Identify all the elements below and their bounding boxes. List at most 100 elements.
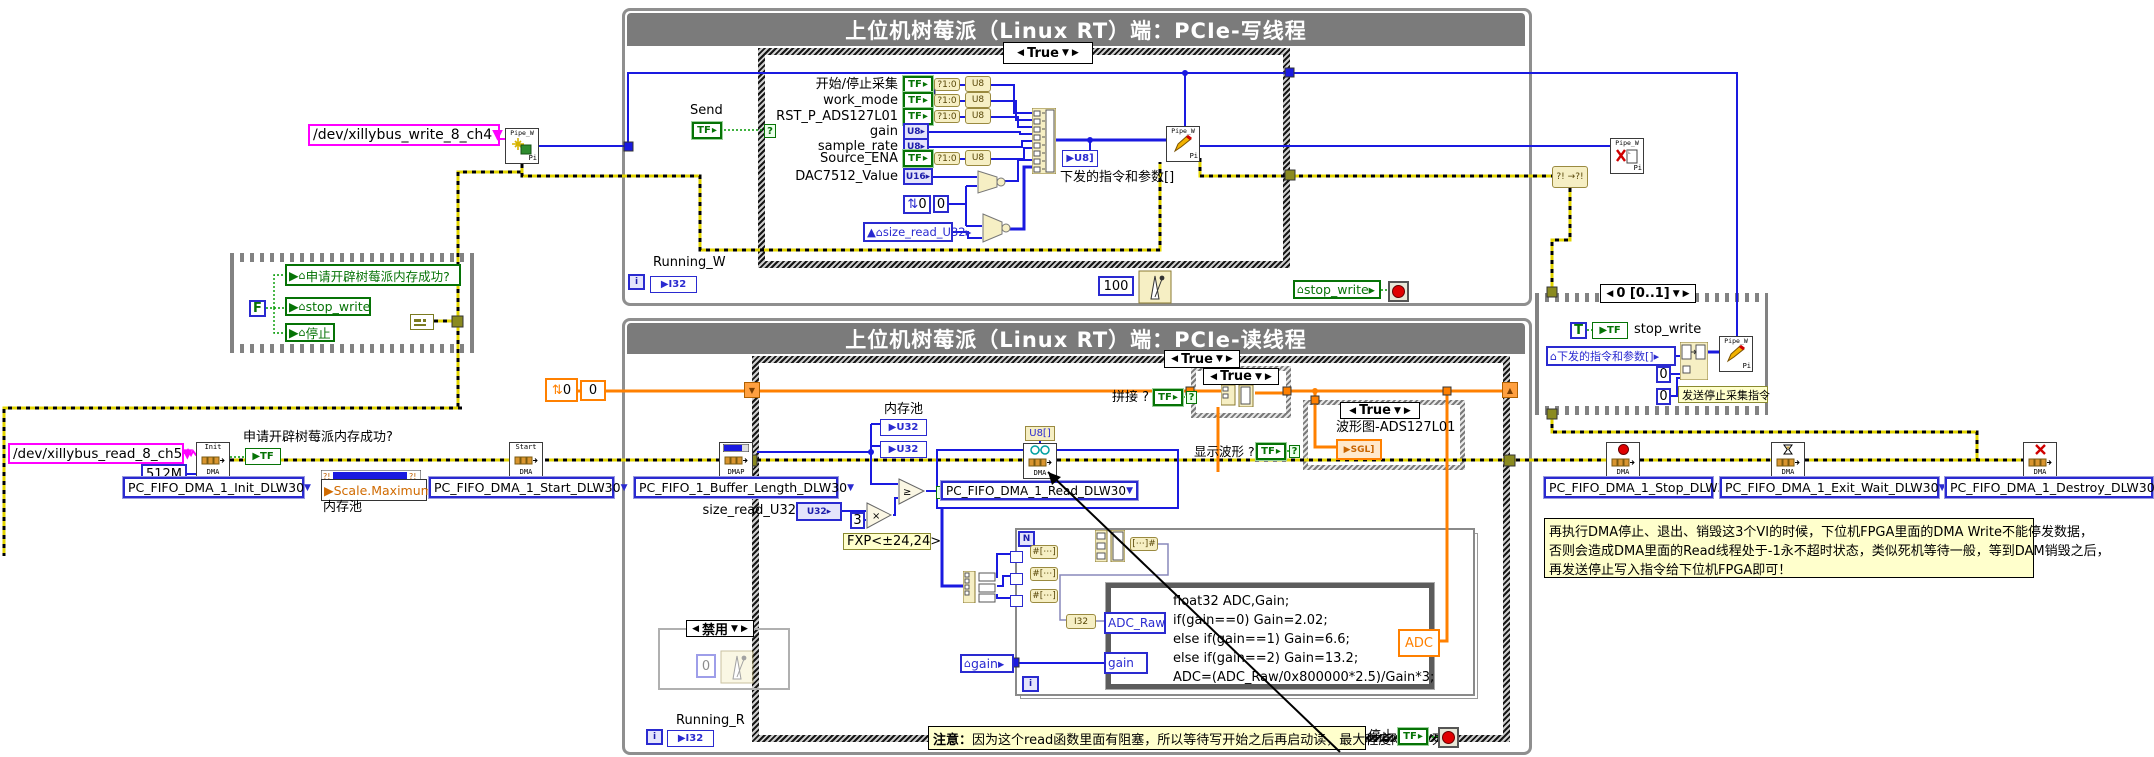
metronome-node[interactable] <box>1138 270 1172 304</box>
write-loop-stop-terminal[interactable] <box>1388 281 1409 302</box>
indicator-arrow-icon: ▶ <box>1343 444 1351 455</box>
pool-indicator-2: ▶U32 <box>880 441 927 458</box>
shift-register-right[interactable]: ▲ <box>1502 382 1518 398</box>
array-to-number-node-1[interactable]: #[⋯] <box>1030 567 1058 581</box>
property-node[interactable]: ▶Scale.Maximum <box>321 479 433 501</box>
select-node-0[interactable]: ?1:0 <box>934 78 960 91</box>
write-row-numeric-3[interactable]: U8▸ <box>903 123 929 140</box>
replace-array-subset-node[interactable] <box>1679 341 1709 381</box>
multiply-node[interactable]: × <box>866 502 893 529</box>
start-fifo-dropdown[interactable]: PC_FIFO_DMA_1_Start_DLW30▼ <box>429 477 628 498</box>
u8-coerce-2[interactable]: U8 <box>965 108 991 124</box>
join-numbers-node[interactable] <box>1094 529 1126 563</box>
destroy-fifo-dropdown[interactable]: PC_FIFO_DMA_1_Destroy_DLW30▼ <box>1945 477 2154 498</box>
split-number-node[interactable] <box>977 170 1007 194</box>
multiplier-constant[interactable]: 3 <box>850 512 865 529</box>
write-device-path-constant[interactable]: /dev/xillybus_write_8_ch4▼ <box>308 124 503 146</box>
write-row-bool-1[interactable]: TF▸ <box>903 92 933 109</box>
select-node-2[interactable]: ?1:0 <box>934 110 960 123</box>
write-row-bool-5[interactable]: TF▸ <box>903 150 933 167</box>
local-variable-0[interactable]: ▶⌂申请开辟树莓派内存成功? <box>285 264 461 286</box>
read-outer-case-selector[interactable]: ◀True▼▶ <box>1164 350 1240 368</box>
disable-structure-selector[interactable]: ◀禁用▼▶ <box>686 620 754 638</box>
zero-control[interactable]: ⇅0 <box>903 195 931 214</box>
buffer-length-dropdown[interactable]: PC_FIFO_1_Buffer_Length_DLW30▼ <box>634 477 854 498</box>
case-next-icon: ▶ <box>740 623 748 634</box>
u8-coerce-0[interactable]: U8 <box>965 76 991 92</box>
u8-coerce-1[interactable]: U8 <box>965 92 991 108</box>
merge-errors-node[interactable]: ?! →?! <box>1552 166 1588 188</box>
stop-fifo-dropdown[interactable]: PC_FIFO_DMA_1_Stop_DLW30▼ <box>1544 477 1740 498</box>
formula-node[interactable]: float32 ADC,Gain;if(gain==0) Gain=2.02;e… <box>1106 583 1434 689</box>
disabled-zero-constant: 0 <box>696 654 716 678</box>
local-variable-1[interactable]: ▶⌂stop_write <box>285 297 371 316</box>
u8-coerce-5[interactable]: U8 <box>965 150 991 166</box>
wait-ms-constant[interactable]: 100 <box>1098 276 1134 296</box>
array-to-number-node-0[interactable]: #[⋯] <box>1030 545 1058 559</box>
stop-sequence-selector[interactable]: ◀0 [0..1]▼▶ <box>1600 284 1696 303</box>
local-variable-2[interactable]: ▶⌂停止 <box>285 323 335 342</box>
shift-init-control[interactable]: ⇅0 <box>545 378 578 402</box>
decimate-array-node[interactable] <box>962 570 997 604</box>
waveform-case-selector[interactable]: ◀True▼▶ <box>1340 402 1420 419</box>
shift-init-constant[interactable]: 0 <box>580 380 606 401</box>
indicator-arrow-icon: ▶ <box>677 733 686 744</box>
read-fifo-dropdown[interactable]: PC_FIFO_DMA_1_Read_DLW30▼ <box>941 481 1138 500</box>
split-number-node-2[interactable] <box>982 213 1012 243</box>
concat-boolean-control[interactable]: TF▸ <box>1153 389 1183 406</box>
stop-boolean-control[interactable]: TF▸ <box>1398 728 1428 745</box>
i32-conversion-node[interactable]: I32 <box>1066 614 1096 629</box>
read-device-path-constant[interactable]: /dev/xillybus_read_8_ch5▼ <box>8 443 193 464</box>
false-constant[interactable]: F <box>249 300 266 317</box>
greater-equal-node[interactable]: ≥ <box>898 478 926 505</box>
array-to-number-node-2[interactable]: #[⋯] <box>1030 589 1058 603</box>
shift-register-left[interactable]: ▼ <box>744 382 760 398</box>
concat-array-node[interactable] <box>1220 384 1255 408</box>
replace-index-constant-0[interactable]: 0 <box>1656 366 1671 383</box>
waveform-chart-terminal: ▶SGL] <box>1336 439 1382 460</box>
terminal-arrow-icon: ▸ <box>711 125 717 136</box>
buffer-length-dma-node[interactable]: DMAP <box>719 442 753 478</box>
write-row-numeric-6[interactable]: U16▸ <box>903 168 933 185</box>
stop-dma-node[interactable]: DMA <box>1606 442 1640 478</box>
zero-constant[interactable]: 0 <box>933 195 949 213</box>
u8-array-constant[interactable]: U8[] <box>1025 426 1055 441</box>
replace-index-constant-1[interactable]: 0 <box>1656 388 1671 405</box>
select-node-5[interactable]: ?1:0 <box>934 152 960 165</box>
spinner-icon: ⇅ <box>551 382 563 398</box>
wave-selector-terminal: ? <box>1289 445 1300 458</box>
true-constant[interactable]: T <box>1570 322 1587 339</box>
start-label: Start <box>515 443 537 451</box>
property-node-label: 内存池 <box>323 500 363 515</box>
buffer-fill-icon <box>723 444 749 452</box>
send-boolean-control[interactable]: TF▸ <box>692 122 722 139</box>
exit-wait-fifo-dropdown[interactable]: PC_FIFO_DMA_1_Exit_Wait_DLW30▼ <box>1720 477 1945 498</box>
chevron-down-icon: ▼ <box>304 482 311 493</box>
read-loop-stop-terminal[interactable] <box>1438 727 1459 748</box>
number-to-array-node[interactable]: [⋯]# <box>1130 537 1158 551</box>
adc-for-loop[interactable] <box>1015 528 1475 696</box>
init-fifo-dropdown[interactable]: PC_FIFO_DMA_1_Init_DLW30▼ <box>123 477 311 498</box>
size-read-control[interactable]: U32▸ <box>796 502 842 521</box>
chevron-down-icon: ▼ <box>1216 354 1223 364</box>
write-row-label-5: Source_ENA <box>820 151 898 166</box>
cmd-array-local-variable[interactable]: ⌂下发的指令和参数[]▸ <box>1546 346 1676 366</box>
concat-case-selector[interactable]: ◀True▼▶ <box>1203 368 1279 385</box>
read-dma-node[interactable]: DMA <box>1023 443 1057 479</box>
terminal-arrow-icon: ▸ <box>922 79 928 90</box>
show-wave-boolean-control[interactable]: TF▸ <box>1256 443 1286 460</box>
write-case-selector[interactable]: ◀True▼▶ <box>1003 42 1093 64</box>
: ▸ <box>1653 349 1660 363</box>
exit-wait-dma-node[interactable]: DMA <box>1771 442 1805 478</box>
terminal-arrow-icon: ▸ <box>922 111 928 122</box>
gain-local-variable[interactable]: ⌂gain▸ <box>960 654 1014 673</box>
stop-write-local-variable[interactable]: ⌂stop_write▸ <box>1293 280 1381 299</box>
select-node-1[interactable]: ?1:0 <box>934 94 960 107</box>
size-read-local-variable[interactable]: ▲⌂size_read_U32▸ <box>863 222 971 242</box>
pointer-arrowhead <box>1048 472 1061 485</box>
